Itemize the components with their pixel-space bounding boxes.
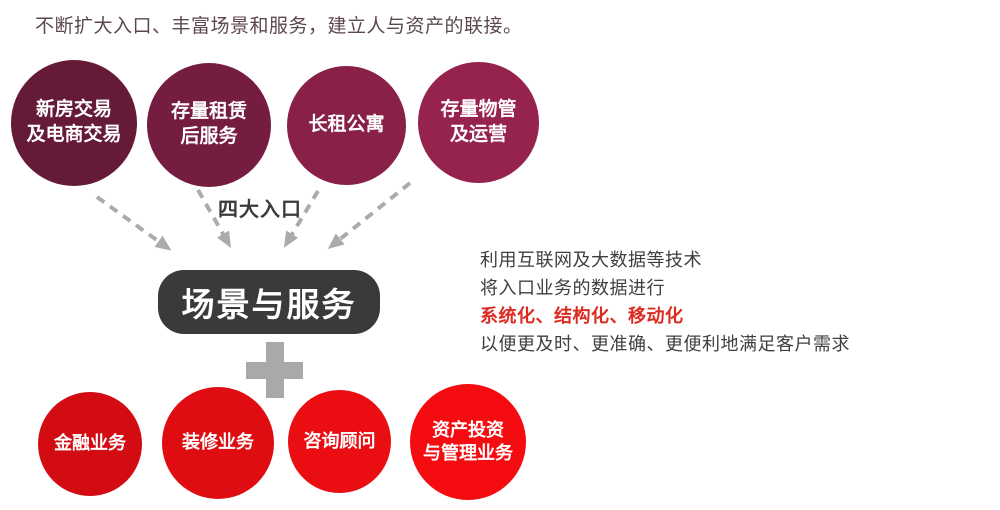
description-line: 利用互联网及大数据等技术	[480, 250, 702, 270]
slide-title: 不断扩大入口、丰富场景和服务，建立人与资产的联接。	[35, 16, 523, 37]
entrance-circle-longterm-apartment: 长租公寓	[287, 66, 406, 185]
service-circle-consulting: 咨询顾问	[288, 390, 391, 493]
service-circle-renovation: 装修业务	[162, 387, 274, 499]
description-line: 以便更及时、更准确、更便利地满足客户需求	[480, 334, 850, 354]
circle-label-line: 存量物管	[440, 98, 517, 120]
entrance-circle-property-management: 存量物管 及运营	[418, 62, 539, 183]
entrance-circle-stock-leasing: 存量租赁 后服务	[147, 63, 271, 187]
circle-label-line: 金融业务	[54, 433, 126, 454]
circle-label-line: 新房交易	[35, 99, 112, 121]
circle-label-line: 后服务	[180, 126, 238, 147]
circle-label-line: 及电商交易	[26, 124, 122, 145]
description-line: 将入口业务的数据进行	[480, 278, 665, 298]
circle-label-line: 咨询顾问	[303, 430, 376, 451]
arrowhead-down-icon	[95, 195, 172, 251]
circle-label-line: 资产投资	[432, 419, 504, 440]
circle-label-line: 与管理业务	[423, 443, 513, 463]
four-entrances-label: 四大入口	[218, 199, 302, 221]
description-block: 利用互联网及大数据等技术 将入口业务的数据进行 系统化、结构化、移动化 以便更及…	[480, 246, 850, 358]
circle-label-line: 长租公寓	[308, 114, 385, 136]
service-circle-asset-investment: 资产投资 与管理业务	[410, 384, 526, 500]
circle-label-line: 装修业务	[182, 432, 254, 453]
description-highlight-line: 系统化、结构化、移动化	[480, 306, 684, 326]
plus-horizontal-bar	[246, 362, 303, 379]
circle-label-line: 及运营	[449, 123, 507, 145]
entrance-circle-new-home-trading: 新房交易 及电商交易	[11, 60, 137, 186]
hub-box: 场景与服务	[158, 270, 380, 334]
service-circle-finance: 金融业务	[38, 392, 142, 496]
hub-label: 场景与服务	[181, 286, 357, 323]
circle-label-line: 存量租赁	[170, 101, 247, 123]
arrowhead-down-icon	[327, 181, 412, 250]
plus-icon	[246, 342, 303, 398]
